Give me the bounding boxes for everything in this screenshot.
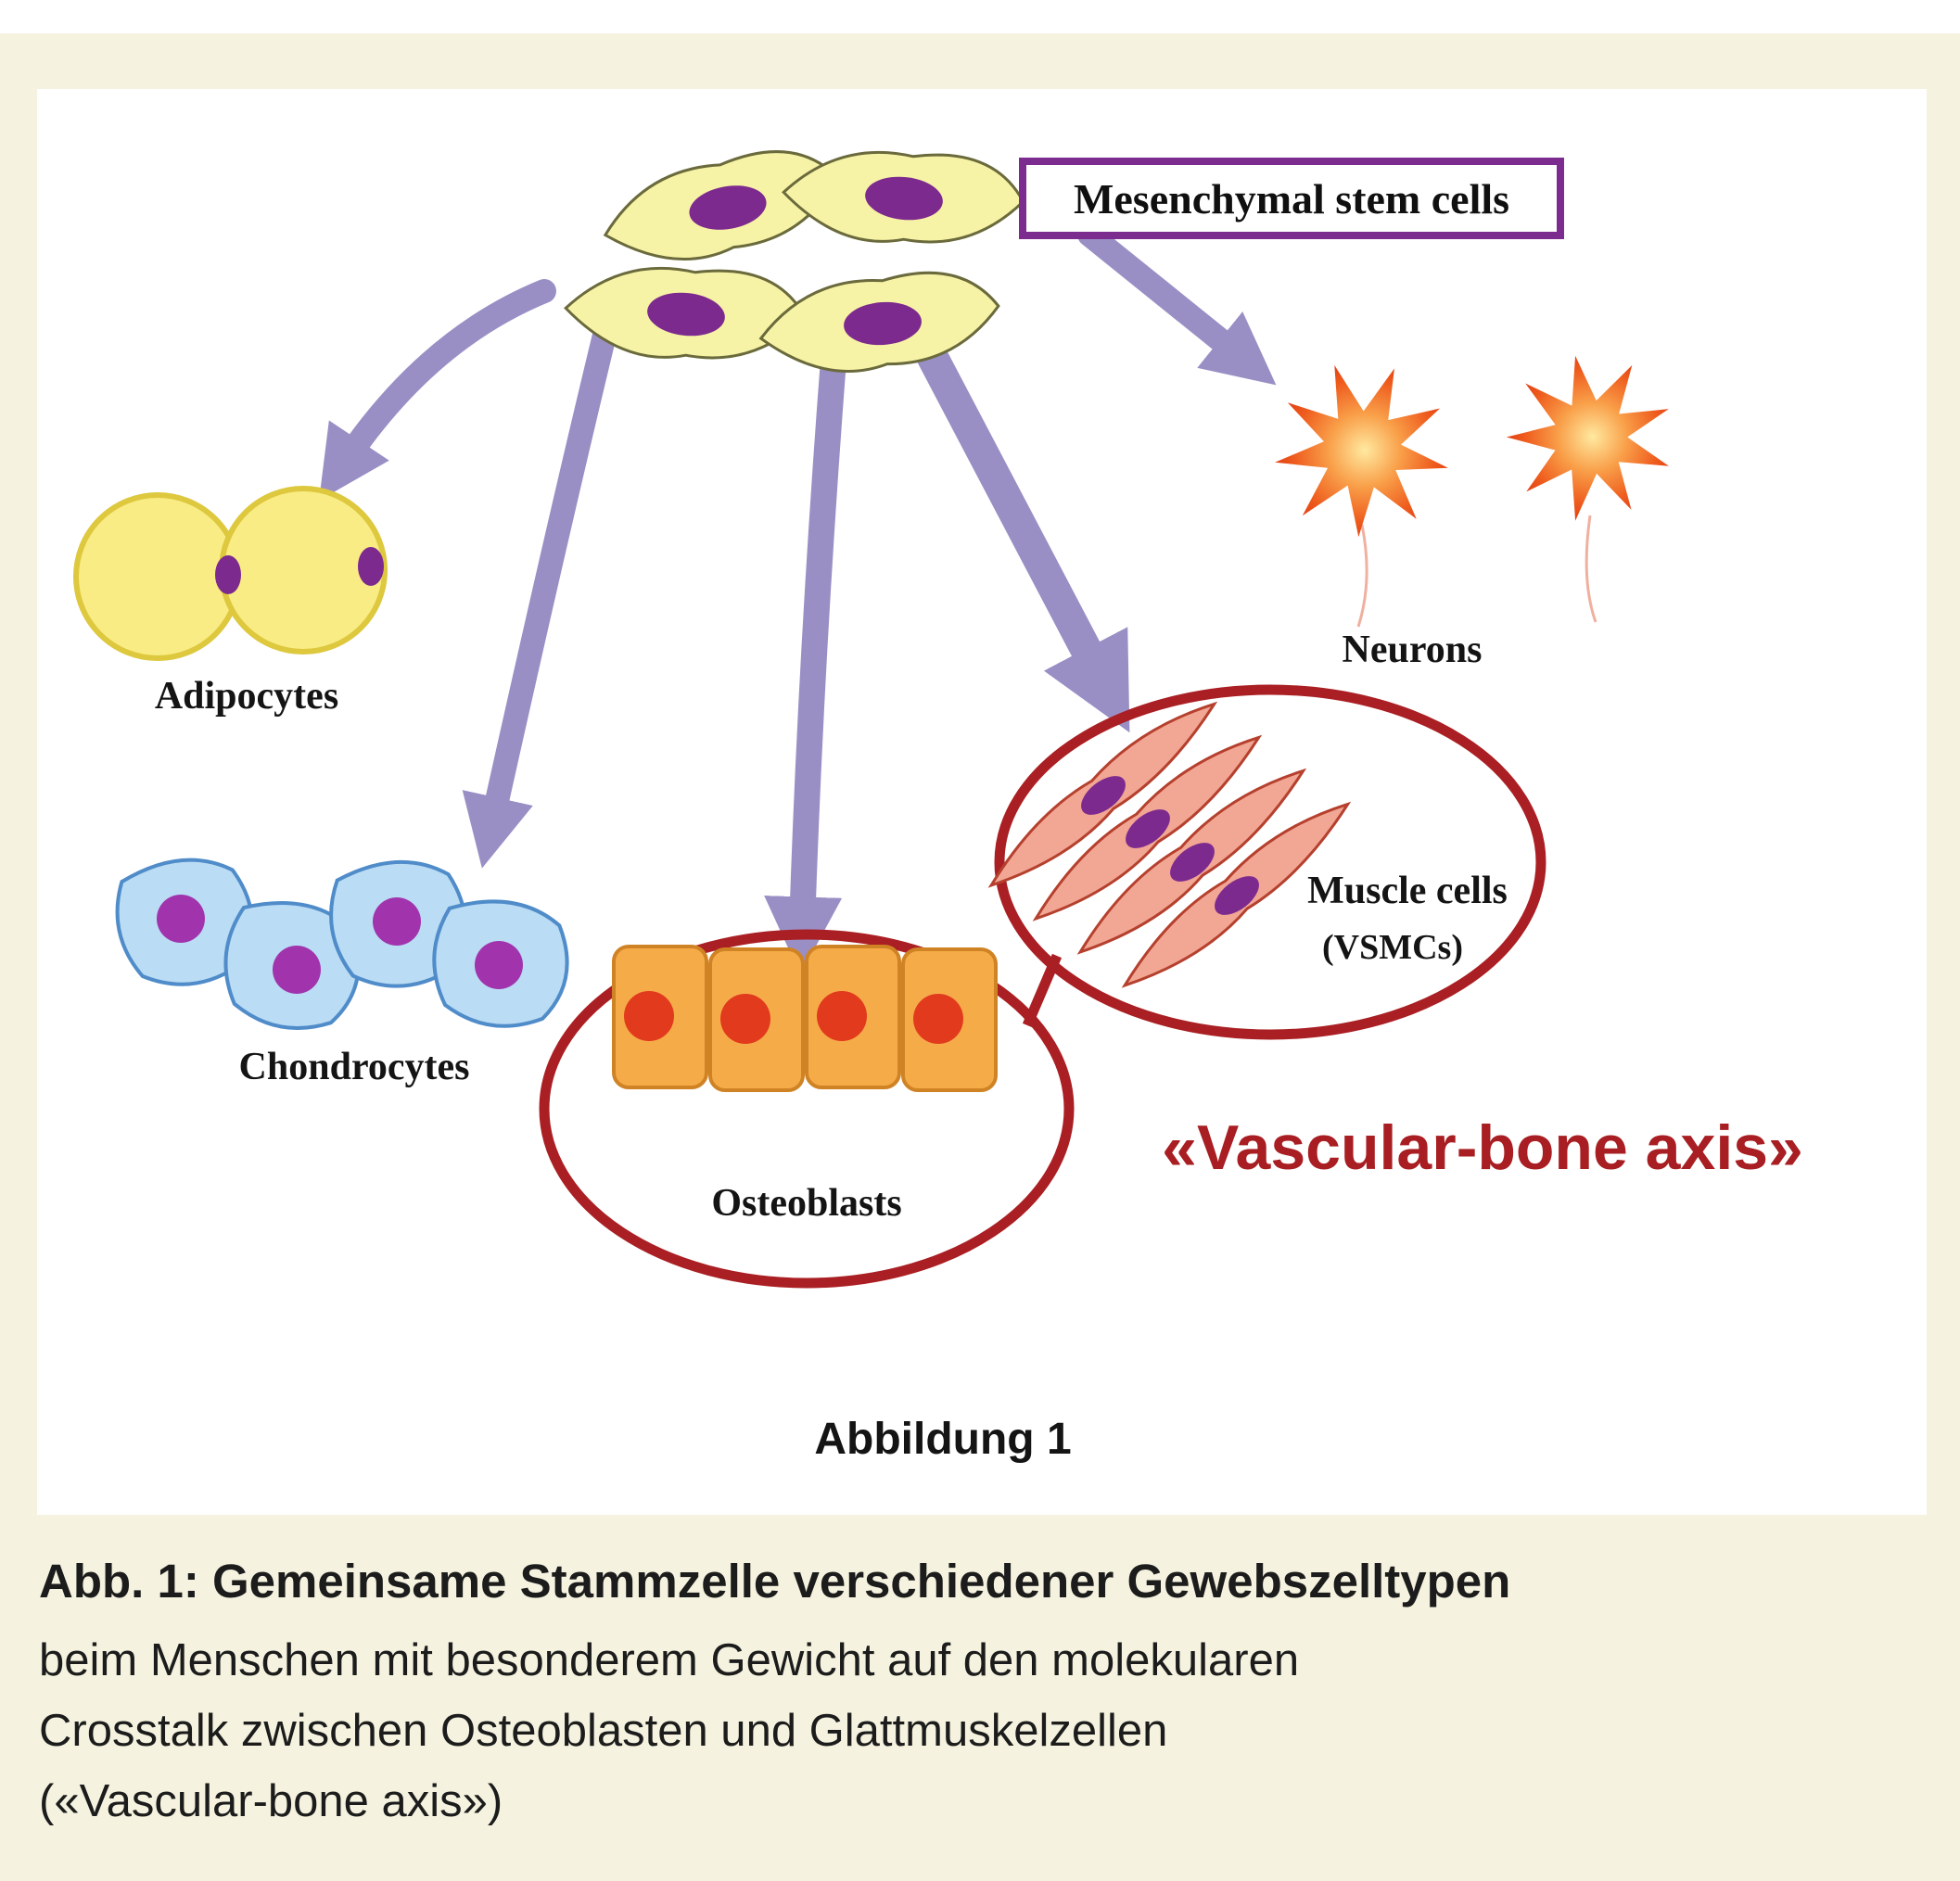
chondrocyte-nucleus — [373, 897, 421, 946]
arrow-to-chondrocytes — [462, 311, 619, 869]
neuron-cell — [1263, 348, 1467, 553]
stem-cell-nucleus — [844, 301, 922, 346]
neuron-cell — [1488, 332, 1698, 541]
chondrocyte-nucleus — [475, 941, 523, 989]
stem-cell-nucleus — [865, 176, 943, 221]
figure-panel: Mesenchymal stem cells Adipocytes — [37, 89, 1927, 1515]
osteoblast-nucleus — [817, 991, 867, 1041]
differentiation-arrows — [319, 222, 1277, 975]
top-white-strip — [0, 0, 1960, 33]
neurons-group: Neurons — [1263, 332, 1698, 671]
muscle-cell-nucleus — [1215, 876, 1259, 915]
adipocyte-cell — [73, 492, 242, 661]
muscle-cells-group: Muscle cells (VSMCs) — [974, 684, 1546, 1040]
muscle-cells-circle — [994, 684, 1546, 1040]
neuron-axon — [1585, 515, 1597, 623]
chondrocytes-group: Chondrocytes — [108, 849, 577, 1088]
muscle-cell-nucleus — [1126, 809, 1170, 848]
adipocyte-nucleus — [358, 547, 384, 586]
muscle-cell-nucleus — [1081, 776, 1126, 815]
figure-caption: Abb. 1: Gemeinsame Stammzelle verschiede… — [39, 1554, 1921, 1837]
osteoblast-nucleus — [913, 994, 963, 1044]
stem-cells-cluster — [560, 136, 1029, 379]
neurons-label: Neurons — [1343, 629, 1483, 671]
arrow-to-adipocytes — [319, 279, 556, 501]
adipocyte-nucleus — [215, 555, 241, 594]
muscle-cells-label: Muscle cells — [1307, 870, 1508, 912]
caption-title: Abb. 1: Gemeinsame Stammzelle verschiede… — [39, 1555, 1511, 1608]
differentiation-diagram: Mesenchymal stem cells Adipocytes — [73, 136, 1803, 1464]
stem-cell-nucleus — [647, 292, 725, 337]
caption-line-2: Crosstalk zwischen Osteoblasten und Glat… — [39, 1706, 1168, 1757]
vascular-bone-axis-label: «Vascular-bone axis» — [1162, 1112, 1803, 1183]
caption-line-1: beim Menschen mit besonderem Gewicht auf… — [39, 1635, 1300, 1686]
caption-line-3: («Vascular-bone axis») — [39, 1776, 503, 1827]
label-box-border — [1019, 158, 1564, 239]
stem-cell-nucleus — [689, 185, 767, 230]
figure-number-label: Abbildung 1 — [814, 1415, 1071, 1464]
adipocytes-group: Adipocytes — [73, 486, 388, 718]
osteoblast-nucleus — [624, 991, 674, 1041]
osteoblast-nucleus — [720, 994, 770, 1044]
stem-cells-label: Mesenchymal stem cells — [1074, 175, 1509, 222]
osteoblasts-group: Osteoblasts — [539, 929, 1075, 1289]
osteoblasts-label: Osteoblasts — [711, 1182, 901, 1225]
muscle-cell-nucleus — [1170, 843, 1215, 882]
arrow-to-muscle-cells — [896, 301, 1130, 733]
arrow-to-osteoblasts — [764, 323, 848, 975]
chondrocytes-label: Chondrocytes — [239, 1046, 470, 1088]
neuron-axon — [1356, 524, 1368, 628]
chondrocyte-nucleus — [273, 946, 321, 994]
osteoblasts-circle — [539, 929, 1075, 1289]
muscle-cells-sublabel: (VSMCs) — [1322, 928, 1463, 967]
stem-cells-label-box: Mesenchymal stem cells — [1019, 158, 1564, 239]
adipocytes-label: Adipocytes — [155, 675, 338, 718]
chondrocyte-nucleus — [157, 895, 205, 943]
arrow-to-neurons — [1077, 222, 1277, 386]
